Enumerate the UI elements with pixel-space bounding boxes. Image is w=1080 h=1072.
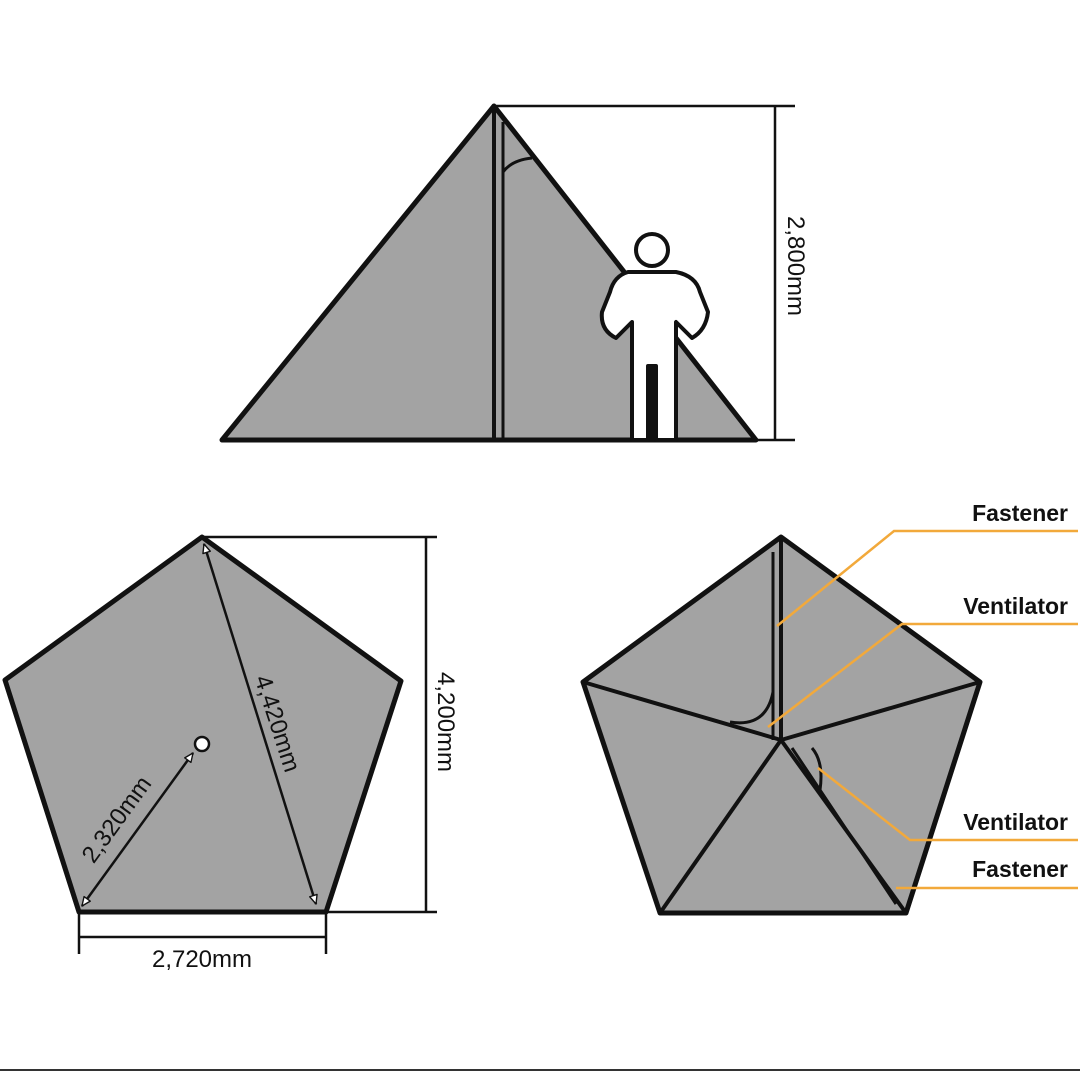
seam-left: [582, 680, 782, 742]
top-view: Fastener Ventilator Ventilator Fastener: [580, 500, 1078, 916]
callout-ventilator-top: Ventilator: [963, 593, 1068, 619]
height-dimension-label: 2,800mm: [782, 216, 809, 316]
leader-ventilator-top: [767, 622, 1078, 728]
callout-fastener-bottom: Fastener: [972, 856, 1068, 882]
callout-fastener-top: Fastener: [972, 500, 1068, 526]
door-arc: [501, 156, 533, 173]
seam-bottom-right-inner: [790, 747, 898, 905]
diagonal-dimension-line: [202, 543, 318, 905]
vent-arc-right: [810, 747, 823, 791]
seam-bottom-left: [658, 738, 783, 915]
leader-fastener-top: [776, 529, 1078, 627]
side-dimension-label: 2,720mm: [152, 946, 252, 973]
leader-ventilator-bottom: [817, 767, 1078, 842]
depth-dimension-label: 4,200mm: [432, 672, 459, 772]
seam-right: [780, 680, 981, 742]
center-point-marker: [193, 735, 211, 753]
floor-pentagon: [2, 534, 404, 915]
person-silhouette-icon: [599, 232, 710, 442]
floor-plan: 2,320mm 4,420mm 4,200mm 2,720mm: [2, 534, 459, 973]
callout-ventilator-bottom: Ventilator: [963, 809, 1068, 835]
vent-arc-top: [729, 691, 775, 725]
radius-dimension-line: [80, 752, 195, 907]
side-view: 2,800mm: [219, 103, 809, 443]
